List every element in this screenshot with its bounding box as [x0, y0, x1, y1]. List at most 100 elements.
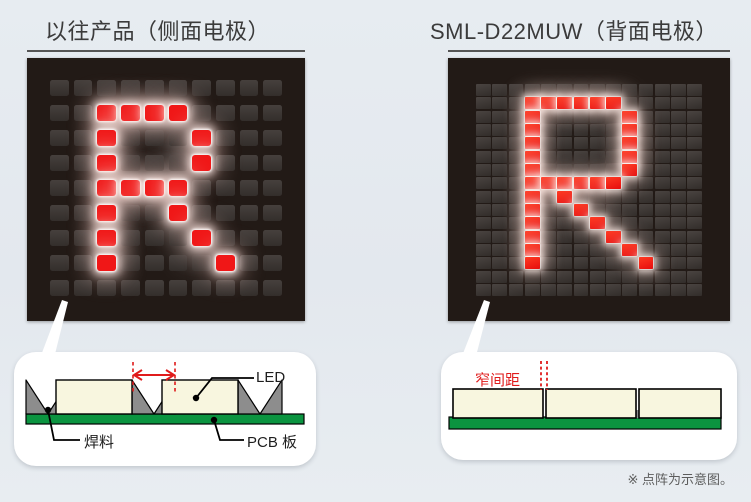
- right-pixel-led-off: [508, 164, 524, 176]
- right-pixel-led-off: [557, 124, 572, 136]
- right-pixel-led-off: [606, 137, 621, 150]
- right-pixel-led-off: [541, 230, 556, 243]
- right-pixel-led-off: [573, 244, 589, 256]
- right-pixel-led-off: [687, 97, 702, 110]
- right-pixel-led-off: [476, 164, 491, 176]
- left-led-matrix-panel: [27, 58, 305, 321]
- right-pixel-led-off: [476, 137, 491, 150]
- left-pixel-led-on: [192, 155, 211, 171]
- left-matrix-grid: [50, 80, 282, 296]
- right-pixel-led-off: [687, 284, 702, 296]
- left-pixel-led-on: [121, 180, 140, 196]
- right-pixel-led-on: [524, 150, 540, 163]
- right-pixel-led-on: [524, 230, 540, 243]
- right-pixel-led-on: [606, 97, 621, 110]
- right-pixel-led-off: [476, 230, 491, 243]
- right-pixel-led-off: [589, 124, 605, 136]
- left-pixel-led-off: [215, 230, 235, 246]
- left-pixel-led-on: [192, 130, 211, 146]
- right-pixel-led-off: [573, 257, 589, 270]
- right-pixel-led-off: [622, 177, 637, 190]
- right-pixel-led-off: [541, 244, 556, 256]
- right-pixel-led-on: [524, 110, 540, 123]
- right-pixel-led-on: [622, 164, 637, 176]
- left-pixel-led-off: [121, 255, 140, 271]
- right-pixel-led-off: [557, 230, 572, 243]
- left-pixel-led-off: [144, 255, 164, 271]
- right-pixel-led-off: [687, 217, 702, 230]
- right-pixel-led-off: [606, 217, 621, 230]
- right-pixel-led-on: [524, 164, 540, 176]
- right-pixel-led-off: [492, 124, 507, 136]
- right-pixel-led-off: [492, 257, 507, 270]
- left-pixel-led-off: [144, 205, 164, 221]
- right-pixel-led-off: [606, 150, 621, 163]
- right-pixel-led-off: [541, 284, 556, 296]
- left-pixel-led-off: [121, 230, 140, 246]
- right-pixel-led-off: [606, 164, 621, 176]
- right-pixel-led-off: [476, 124, 491, 136]
- right-pixel-led-on: [589, 217, 605, 230]
- right-pixel-led-on: [524, 137, 540, 150]
- right-pixel-led-off: [687, 110, 702, 123]
- right-pixel-led-off: [638, 230, 654, 243]
- right-pixel-led-off: [589, 284, 605, 296]
- left-pixel-led-off: [73, 280, 93, 296]
- left-pixel-led-off: [50, 255, 69, 271]
- right-pixel-led-off: [606, 190, 621, 203]
- right-pixel-led-off: [622, 190, 637, 203]
- right-pixel-led-off: [573, 230, 589, 243]
- right-pixel-led-off: [557, 150, 572, 163]
- left-pixel-led-off: [192, 205, 211, 221]
- right-pixel-led-off: [508, 190, 524, 203]
- right-pixel-led-off: [573, 150, 589, 163]
- right-pixel-led-off: [557, 217, 572, 230]
- left-pixel-led-off: [50, 280, 69, 296]
- right-pixel-led-off: [573, 137, 589, 150]
- right-pixel-led-off: [622, 84, 637, 96]
- right-pixel-led-off: [589, 164, 605, 176]
- right-pixel-led-off: [671, 124, 686, 136]
- left-pixel-led-off: [263, 180, 282, 196]
- left-pixel-led-on: [192, 230, 211, 246]
- right-pixel-led-off: [492, 270, 507, 283]
- right-pixel-led-off: [606, 244, 621, 256]
- right-pixel-led-off: [573, 284, 589, 296]
- left-cross-section-card: LED 焊料 PCB 板: [14, 352, 316, 466]
- right-pixel-led-off: [589, 257, 605, 270]
- right-pixel-led-on: [524, 204, 540, 216]
- right-pixel-led-off: [589, 84, 605, 96]
- right-pixel-led-off: [687, 257, 702, 270]
- left-pixel-led-off: [144, 80, 164, 96]
- left-pixel-led-off: [144, 280, 164, 296]
- right-pixel-led-off: [654, 257, 670, 270]
- right-pixel-led-off: [492, 177, 507, 190]
- right-pixel-led-off: [492, 150, 507, 163]
- right-pixel-led-off: [476, 217, 491, 230]
- right-pixel-led-off: [654, 164, 670, 176]
- right-pixel-led-off: [638, 124, 654, 136]
- right-pixel-led-off: [541, 217, 556, 230]
- left-pixel-led-off: [73, 230, 93, 246]
- right-pixel-led-off: [508, 177, 524, 190]
- right-pixel-led-on: [524, 177, 540, 190]
- right-pixel-led-off: [654, 137, 670, 150]
- right-pixel-led-off: [638, 204, 654, 216]
- right-pixel-led-off: [606, 257, 621, 270]
- right-pixel-led-off: [671, 84, 686, 96]
- right-pixel-led-off: [508, 244, 524, 256]
- left-pixel-led-off: [263, 230, 282, 246]
- right-pixel-led-off: [638, 164, 654, 176]
- right-pixel-led-off: [622, 204, 637, 216]
- right-pixel-led-off: [557, 204, 572, 216]
- right-pixel-led-off: [654, 244, 670, 256]
- right-pixel-led-off: [476, 150, 491, 163]
- right-pixel-led-on: [524, 257, 540, 270]
- right-pixel-led-off: [476, 257, 491, 270]
- right-pixel-led-off: [622, 217, 637, 230]
- right-pixel-led-off: [508, 204, 524, 216]
- right-pixel-led-off: [573, 164, 589, 176]
- right-pixel-led-off: [671, 270, 686, 283]
- right-pixel-led-on: [524, 190, 540, 203]
- left-pixel-led-off: [50, 80, 69, 96]
